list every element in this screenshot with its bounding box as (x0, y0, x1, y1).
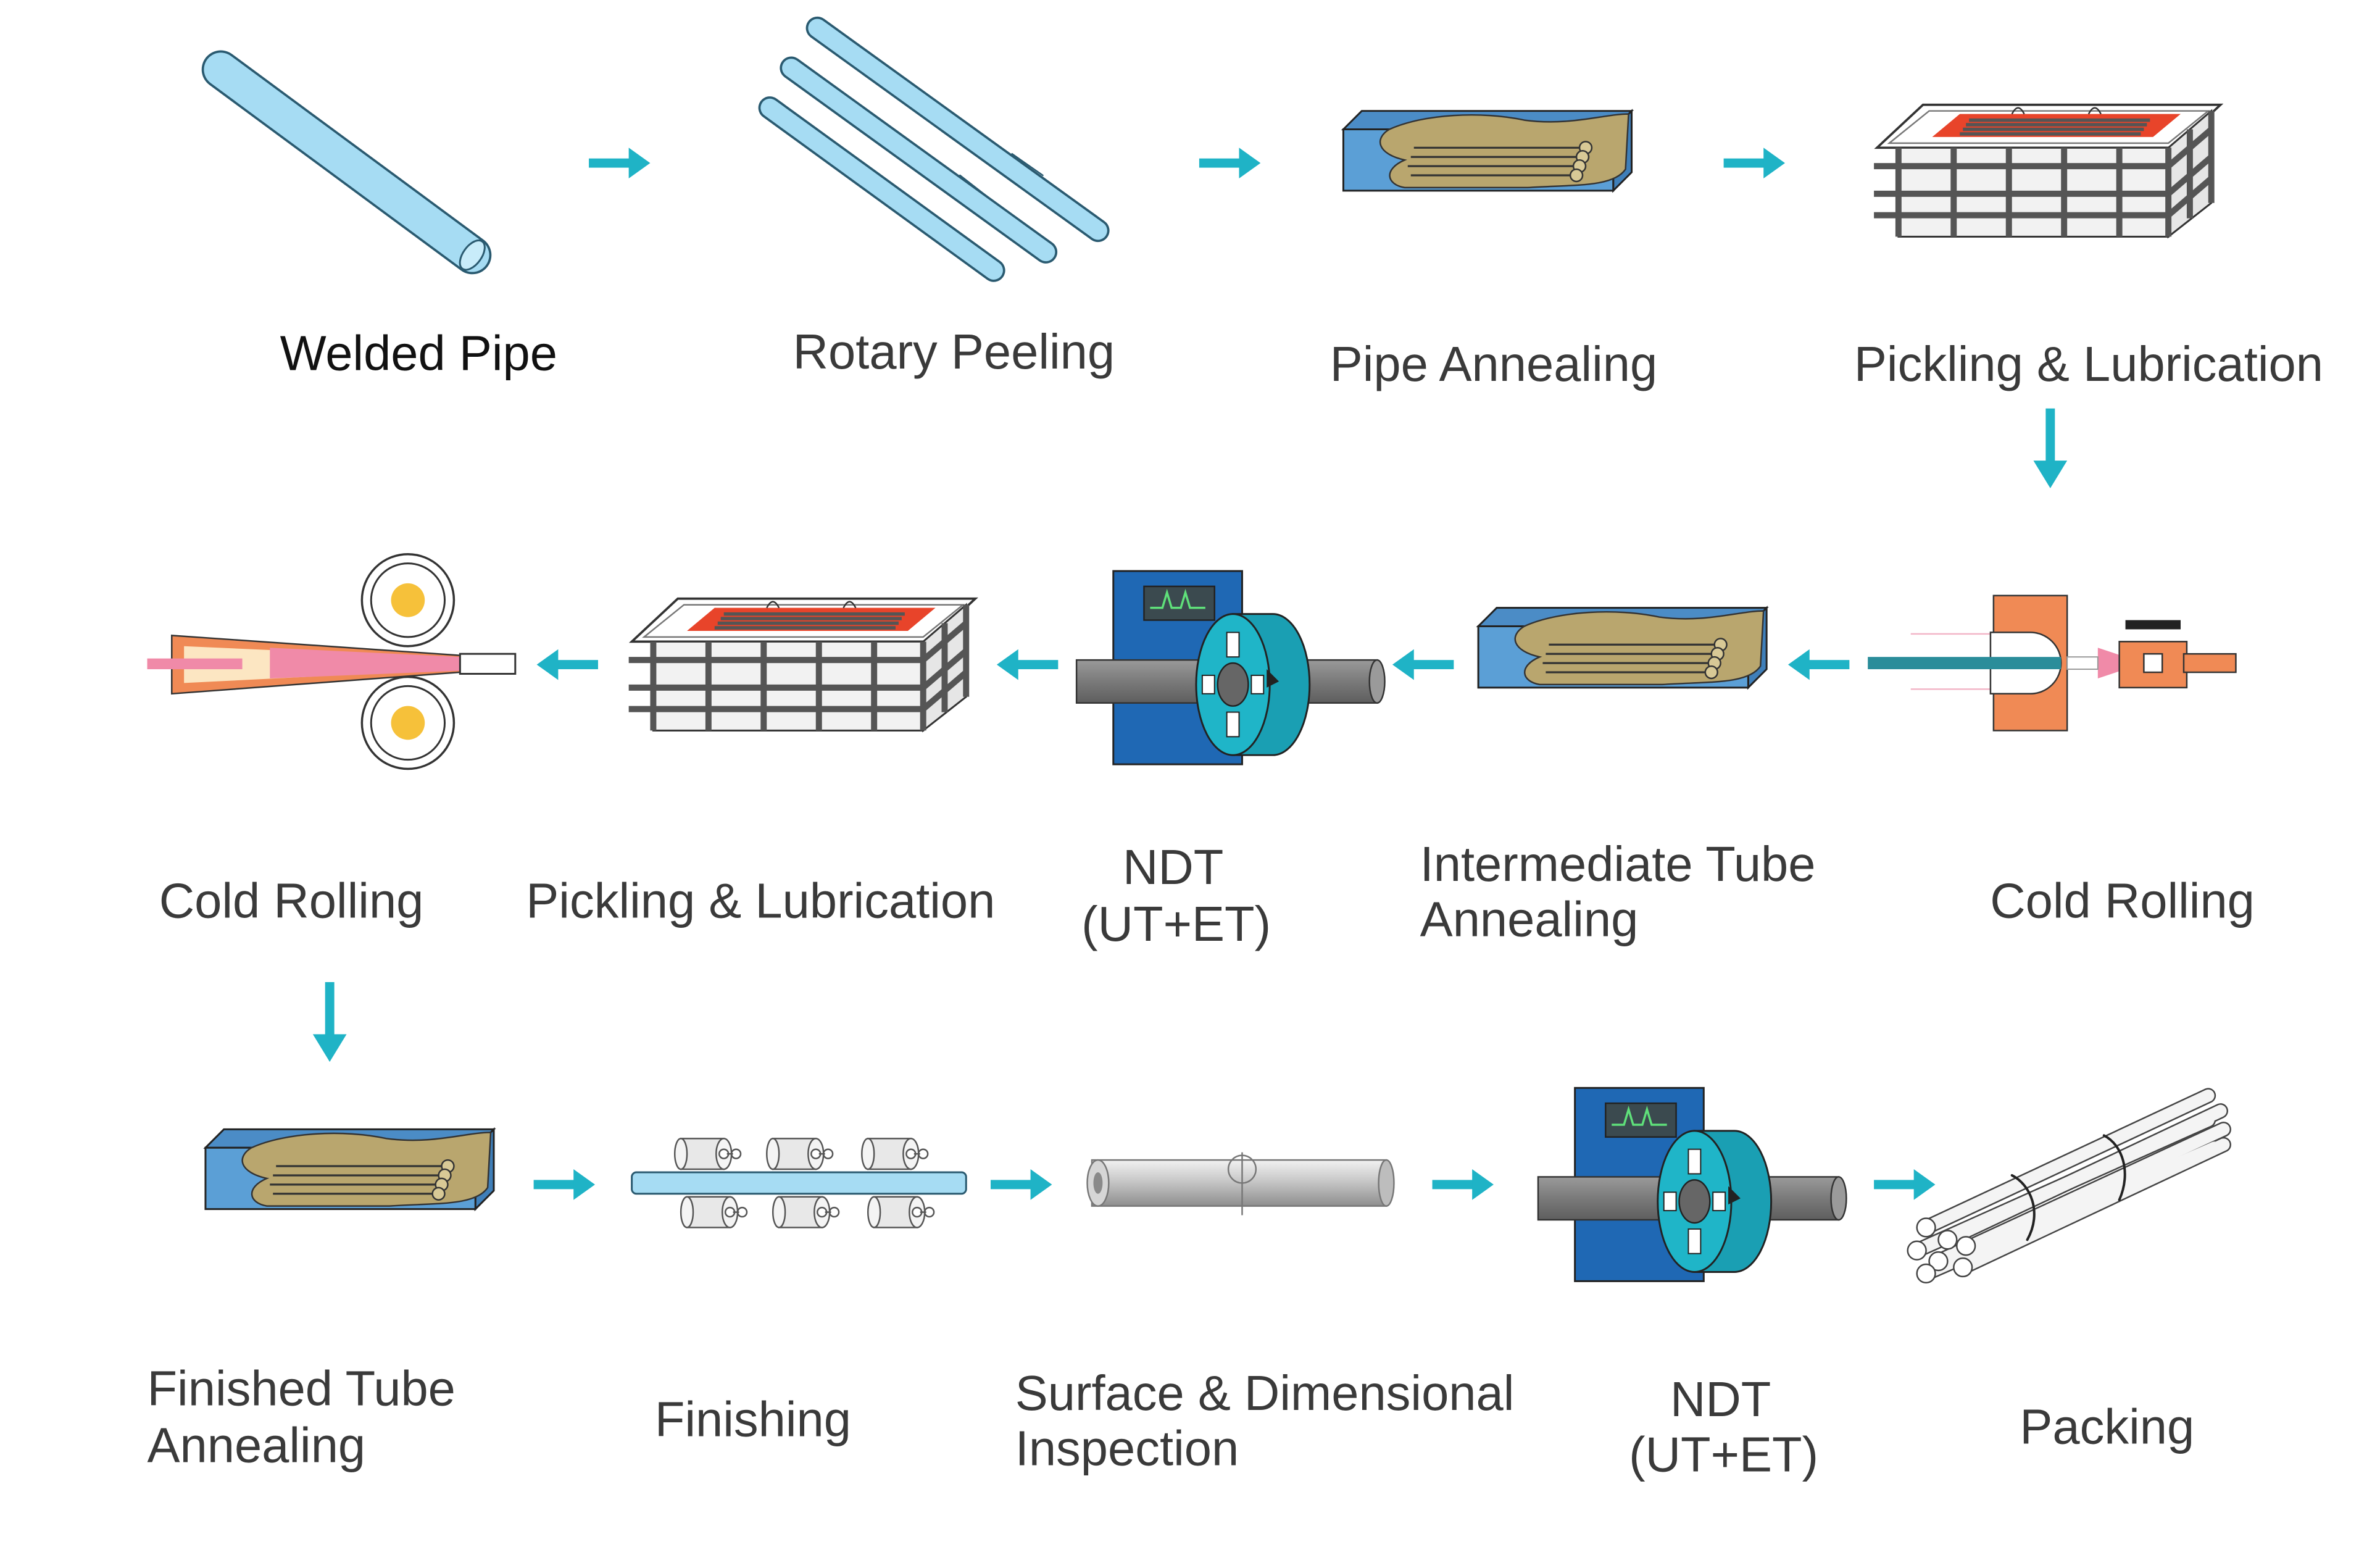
label-cold-rolling: Cold Rolling (159, 874, 424, 928)
arrow-left-icon (1392, 649, 1454, 680)
step-labels: Welded Pipe Rotary Peeling Pipe Annealin… (148, 324, 2323, 1482)
label-intermediate-annealing-line2: Annealing (1420, 891, 1639, 946)
label-pickling-lubrication: Pickling & Lubrication (1854, 336, 2323, 391)
arrow-right-icon (533, 1169, 595, 1200)
pickling-tank-icon (629, 599, 976, 731)
ndt-tester-icon (1537, 1086, 1848, 1283)
straightener-rollers-icon (631, 1138, 967, 1228)
label-packing: Packing (2020, 1399, 2194, 1454)
label-finished-annealing-line2: Annealing (148, 1418, 366, 1473)
annealing-furnace-icon (204, 1128, 495, 1211)
tube-icon (1086, 1152, 1395, 1216)
label-finished-annealing-line1: Finished Tube (148, 1361, 456, 1416)
arrow-left-icon (1787, 649, 1850, 680)
label-ndt: NDT (1670, 1372, 1771, 1427)
label-ndt-methods: (UT+ET) (1081, 896, 1271, 951)
label-finishing: Finishing (655, 1391, 851, 1446)
rolling-mill-icon (147, 552, 517, 770)
tube-bundle-icon (1907, 1088, 2231, 1284)
label-welded-pipe: Welded Pipe (280, 326, 557, 381)
label-inspection-line2: Inspection (1015, 1421, 1239, 1476)
arrow-right-icon (1874, 1169, 1936, 1200)
annealing-furnace-icon (1342, 110, 1633, 192)
arrow-right-icon (1199, 148, 1261, 178)
arrow-right-icon (589, 148, 651, 178)
arrow-right-icon (991, 1169, 1052, 1200)
label-pipe-annealing: Pipe Annealing (1330, 336, 1657, 391)
arrow-right-icon (1723, 148, 1785, 178)
label-ndt-methods: (UT+ET) (1629, 1427, 1818, 1482)
ndt-tester-icon (1075, 570, 1386, 765)
arrow-left-icon (536, 649, 598, 680)
label-inspection-line1: Surface & Dimensional (1015, 1366, 1515, 1420)
label-rotary-peeling: Rotary Peeling (793, 324, 1115, 379)
pilger-mill-icon (1868, 594, 2237, 732)
label-pickling-lubrication: Pickling & Lubrication (526, 874, 995, 928)
flow-arrows (312, 148, 2068, 1200)
label-intermediate-annealing-line1: Intermediate Tube (1420, 836, 1816, 891)
arrow-down-icon (312, 982, 347, 1062)
arrow-right-icon (1432, 1169, 1494, 1200)
annealing-furnace-icon (1477, 607, 1768, 689)
arrow-down-icon (2033, 408, 2068, 488)
pickling-tank-icon (1874, 105, 2221, 237)
label-cold-rolling: Cold Rolling (1990, 874, 2255, 928)
welded-pipe-icon (201, 50, 492, 275)
peeled-pipes-icon (758, 16, 1110, 282)
arrow-left-icon (996, 649, 1059, 680)
label-ndt: NDT (1123, 840, 1223, 894)
